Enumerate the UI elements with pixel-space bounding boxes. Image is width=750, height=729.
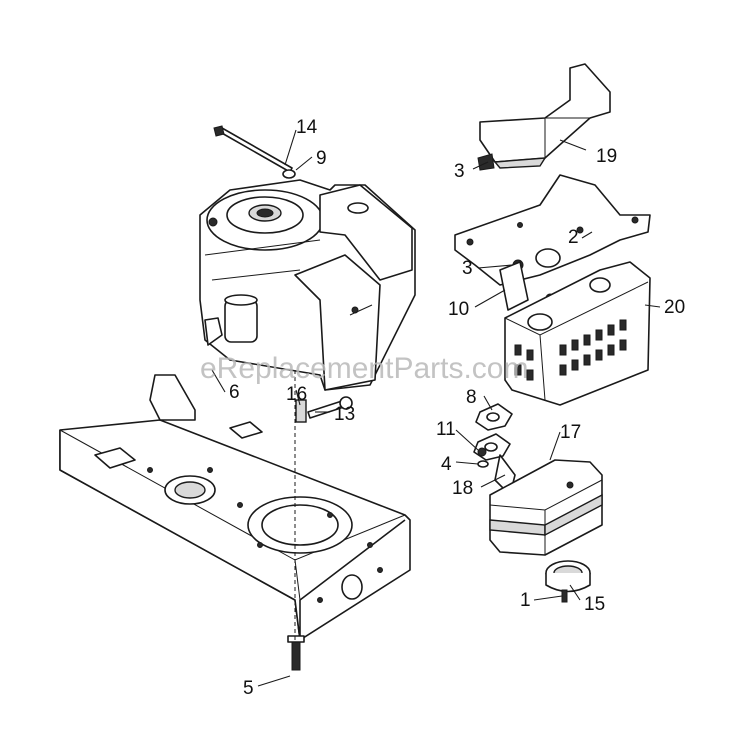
washer-9 [282, 169, 296, 179]
callout-10: 10 [448, 299, 469, 320]
callout-13: 13 [334, 404, 355, 425]
callout-11: 11 [436, 419, 456, 440]
clamp-15 [545, 560, 591, 593]
callout-18: 18 [452, 478, 473, 499]
shaft-13 [307, 396, 353, 419]
callout-19: 19 [596, 146, 617, 167]
callout-16: 16 [286, 384, 307, 405]
heat-shield-20 [504, 261, 651, 406]
watermark-text: eReplacementParts.com [200, 352, 528, 385]
gasket-18 [473, 433, 511, 461]
callout-9: 9 [316, 148, 327, 169]
callout-6: 6 [229, 382, 240, 403]
callout-1: 1 [520, 590, 531, 611]
callout-17: 17 [560, 422, 581, 443]
bolt-3-upper [477, 153, 495, 171]
callout-20: 20 [664, 297, 685, 318]
callout-5: 5 [243, 678, 254, 699]
muffler-17 [489, 454, 603, 556]
muffler-shield-19 [479, 63, 611, 169]
washer-4 [477, 460, 489, 468]
gasket-8 [475, 403, 513, 431]
callout-14: 14 [296, 117, 318, 138]
callout-3-upper: 3 [454, 161, 465, 182]
nut-11 [477, 447, 487, 457]
leader-lines [211, 129, 661, 687]
callout-4: 4 [441, 454, 452, 475]
bolt-1 [561, 589, 568, 603]
callout-8: 8 [466, 387, 477, 408]
callout-2: 2 [568, 227, 579, 248]
callout-labels: 14 9 19 3 2 3 10 20 6 16 13 8 11 17 4 18… [229, 117, 685, 699]
engine [199, 179, 416, 391]
callout-3-lower: 3 [462, 258, 473, 279]
bolt-5 [287, 635, 305, 671]
callout-15: 15 [584, 594, 605, 615]
spacer-16 [295, 399, 307, 423]
chassis-frame [59, 374, 411, 641]
bolt-14 [213, 125, 293, 173]
